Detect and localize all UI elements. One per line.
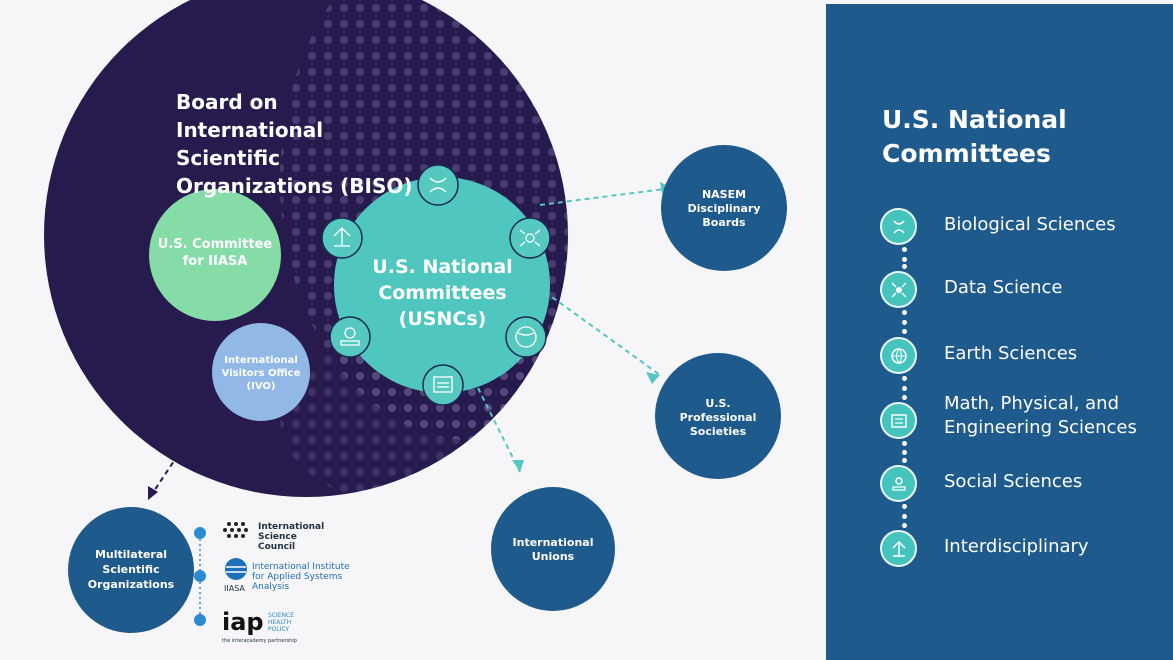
iap-logo-tag: the interacademy partnership <box>222 638 297 644</box>
biso-title: Board on International Scientific Organi… <box>176 90 413 198</box>
panel-item-interdisciplinary: Interdisciplinary <box>944 536 1089 557</box>
usnc-label: U.S. National Committees (USNCs) <box>372 256 513 330</box>
connector-to-multilateral <box>147 439 189 501</box>
panel-item-data: Data Science <box>944 277 1063 298</box>
iiasa-logo-text: International Institute for Applied Syst… <box>252 562 350 592</box>
ivo-label: International Visitors Office (IVO) <box>221 355 301 392</box>
biology-orbit-icon <box>417 164 459 206</box>
isc-logo-text: International Science Council <box>258 522 325 552</box>
connector-to-prof-societies <box>544 291 661 376</box>
multilateral-chain <box>194 527 206 626</box>
iap-logo-text: iap <box>222 608 264 636</box>
iiasa-logo-abbr: IIASA <box>224 584 245 593</box>
isc-logo-mark <box>223 522 248 538</box>
ivo-node <box>212 323 310 421</box>
panel-title: U.S. National Committees <box>882 105 1067 168</box>
multilateral-label: Multilateral Scientific Organizations <box>87 548 175 591</box>
data-orbit-icon <box>509 217 551 259</box>
prof-societies-label: U.S. Professional Societies <box>679 397 757 438</box>
unions-label: International Unions <box>512 536 594 563</box>
globe-orbit-icon <box>505 316 547 358</box>
social-orbit-icon <box>329 316 371 358</box>
iiasa-committee-node <box>149 189 281 321</box>
social-icon <box>880 465 917 502</box>
iiasa-committee-label: U.S. Committee for IIASA <box>157 237 273 269</box>
multilateral-node <box>68 507 194 633</box>
interdisciplinary-icon <box>880 530 917 567</box>
data-icon <box>880 271 917 308</box>
biology-icon <box>880 208 917 245</box>
prof-societies-node <box>655 353 781 479</box>
globe-icon <box>880 337 917 374</box>
panel-item-social: Social Sciences <box>944 471 1083 492</box>
panel-item-math: Math, Physical, and Engineering Sciences <box>944 393 1137 438</box>
connector-to-nasem <box>539 187 673 206</box>
math-icon <box>880 402 917 439</box>
nasem-node <box>661 145 787 271</box>
connector-to-unions <box>477 387 521 473</box>
iap-logo-sub: SCIENCE HEALTH POLICY <box>268 612 295 633</box>
math-orbit-icon <box>422 364 464 406</box>
usnc-node <box>334 177 550 393</box>
panel-item-biological: Biological Sciences <box>944 214 1116 235</box>
nasem-label: NASEM Disciplinary Boards <box>687 188 761 229</box>
panel-item-earth: Earth Sciences <box>944 343 1078 364</box>
iiasa-logo-mark <box>225 558 247 580</box>
unions-node <box>491 487 615 611</box>
